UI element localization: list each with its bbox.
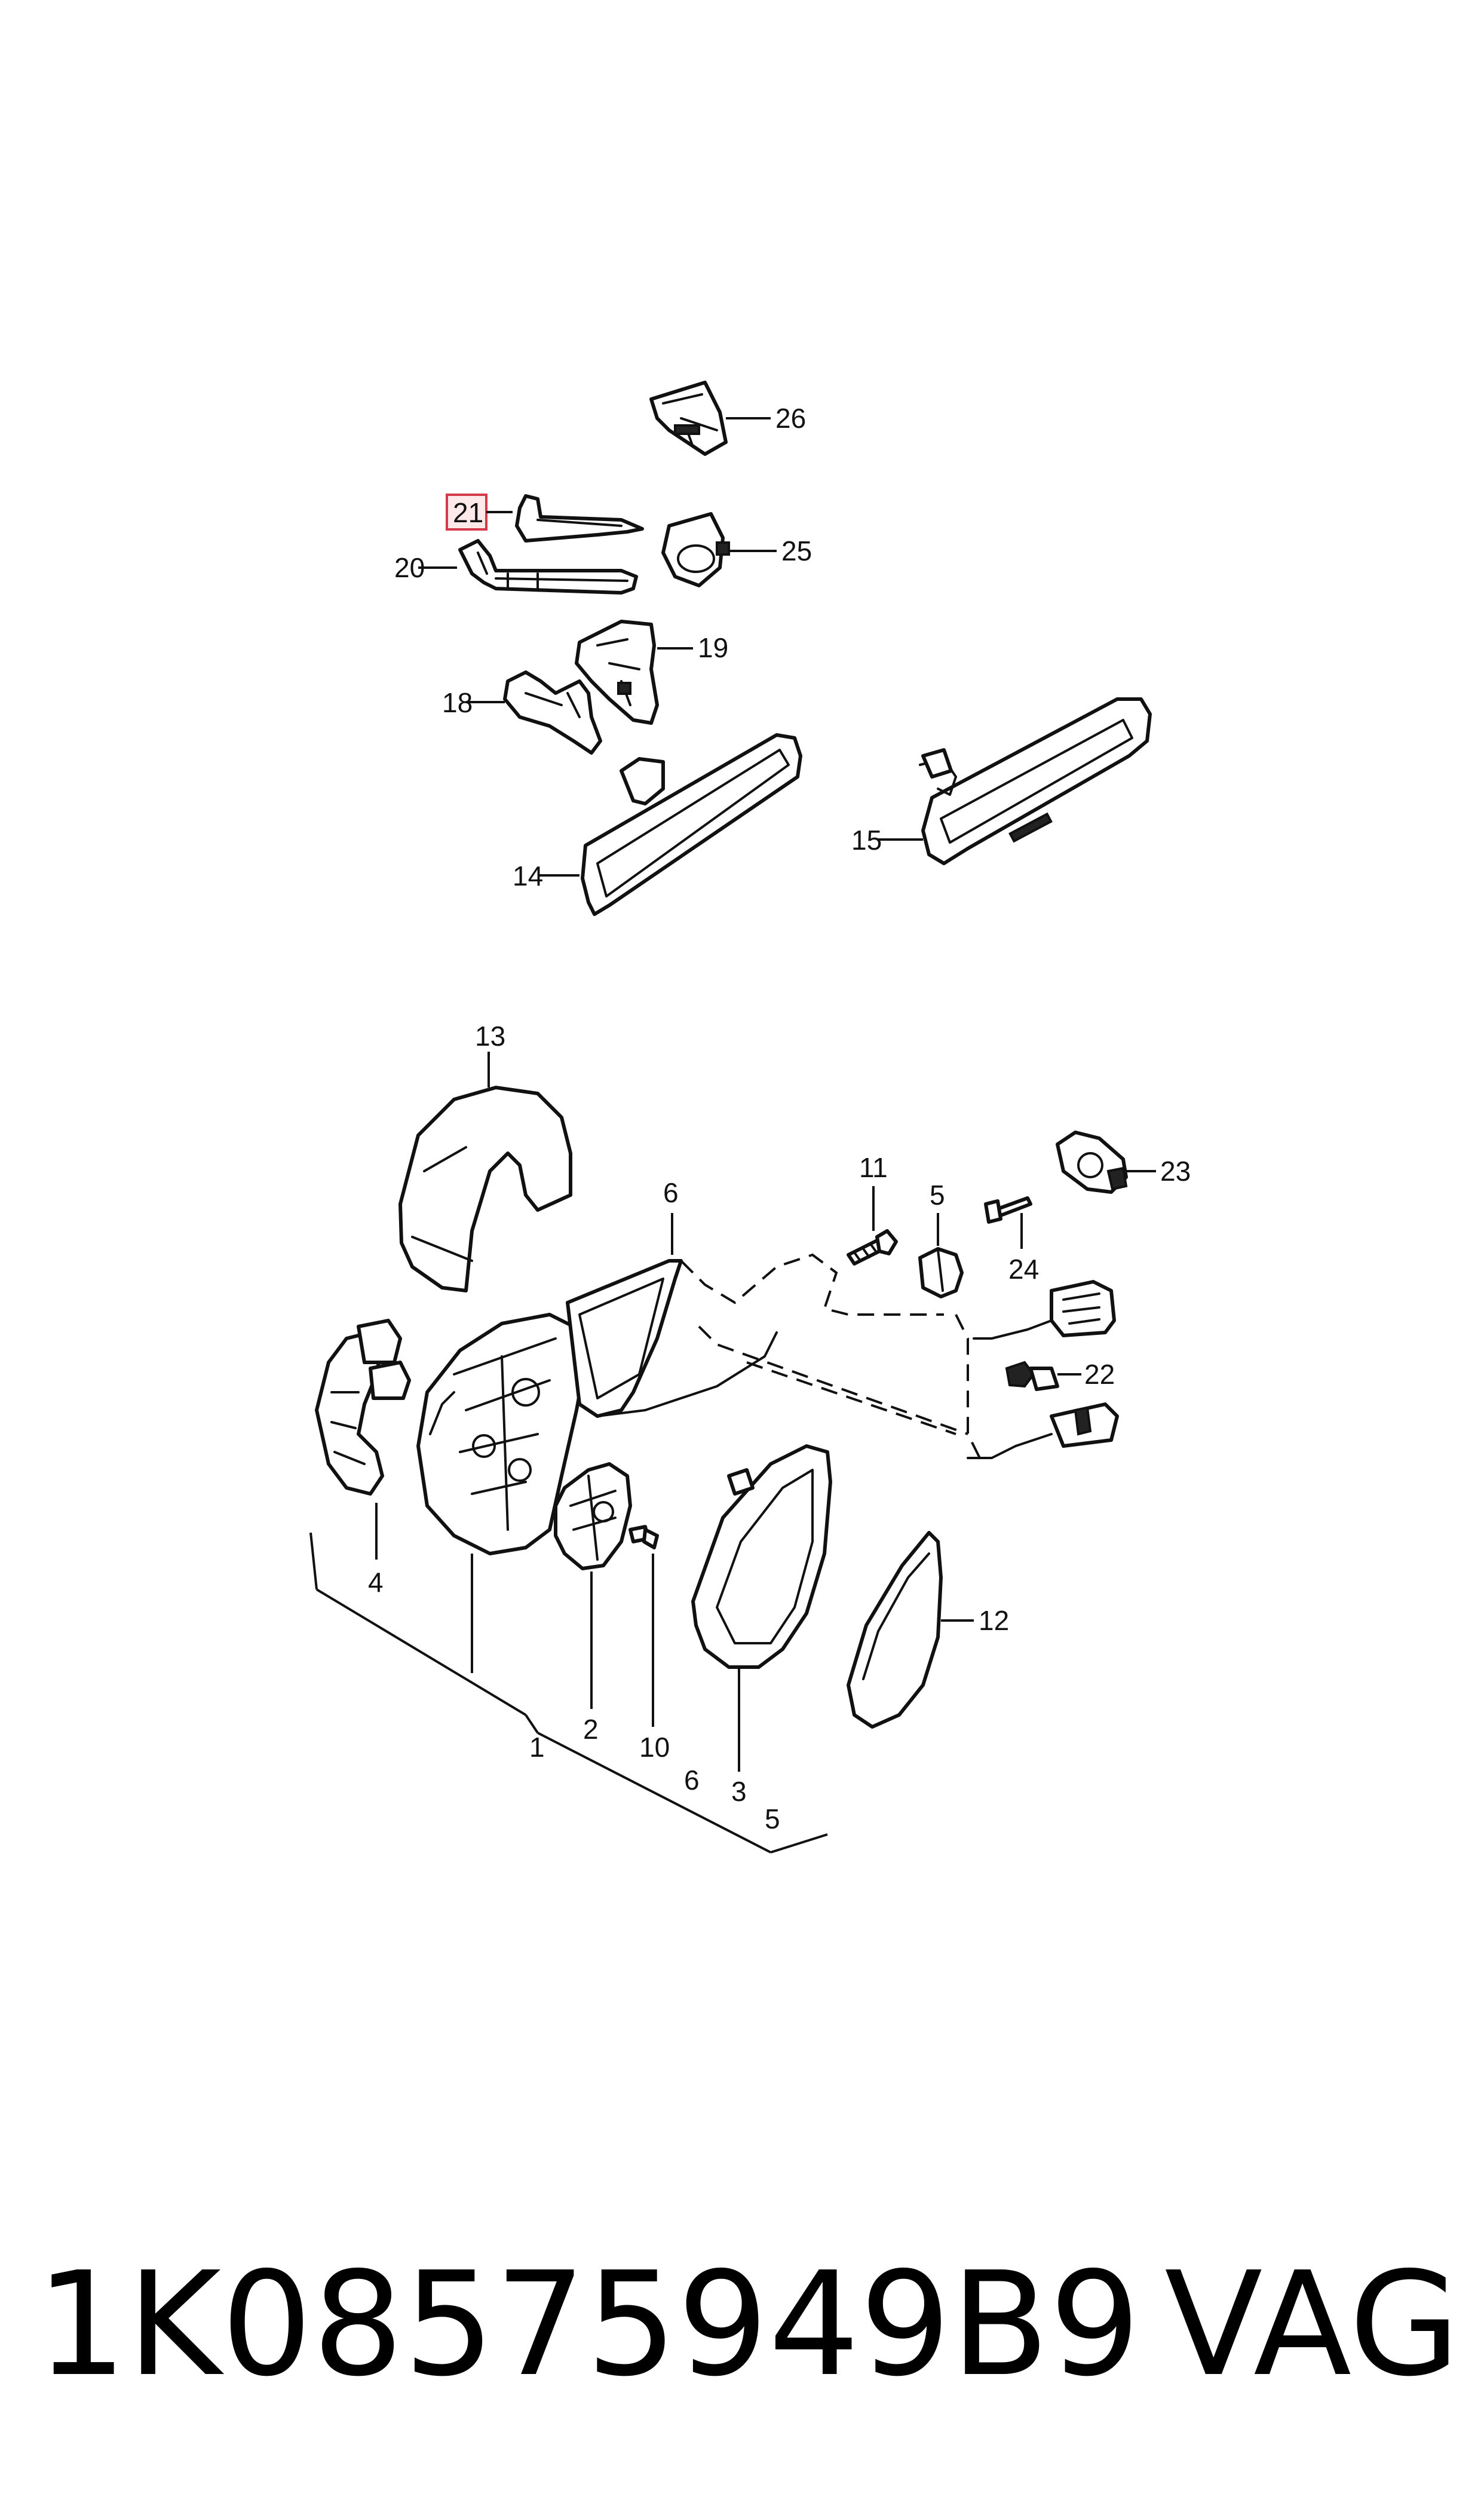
callout-5-top: 5	[930, 1180, 945, 1211]
part-25-cover-cap	[661, 512, 730, 587]
callout-11: 11	[859, 1152, 888, 1183]
part-13-housing-cap	[398, 1086, 572, 1292]
callout-3: 3	[731, 1776, 747, 1807]
part-5-block	[918, 1247, 964, 1298]
callout-20: 20	[394, 552, 425, 583]
part-number: 1K08575949B9	[36, 2241, 1140, 2408]
callout-4: 4	[368, 1567, 384, 1598]
part-23-connector-plate	[1056, 1131, 1128, 1194]
callout-13: 13	[475, 1021, 505, 1052]
part-22-sensor	[1005, 1361, 1059, 1391]
part-4-turn-signal	[315, 1319, 411, 1496]
callout-19: 19	[698, 632, 728, 663]
part-11-bolt	[847, 1229, 898, 1266]
part-1-mirror-housing	[416, 1313, 587, 1555]
part-2-adjusting-motor	[554, 1462, 632, 1570]
callout-12: 12	[979, 1605, 1009, 1636]
callout-22: 22	[1084, 1359, 1115, 1390]
part-15-auto-dimming-mirror	[919, 697, 1152, 865]
callout-2: 2	[583, 1714, 599, 1745]
callout-5-bottom: 5	[765, 1803, 780, 1834]
callout-14: 14	[513, 860, 543, 892]
brand-label: VAG	[1164, 2241, 1460, 2408]
footer: 1K08575949B9 VAG	[0, 2235, 1484, 2414]
part-19-cover-housing	[575, 620, 659, 725]
callout-6-top: 6	[663, 1177, 679, 1208]
part-20-trim-bracket	[458, 539, 638, 595]
callout-24: 24	[1008, 1254, 1039, 1285]
callout-6-bottom: 6	[684, 1765, 700, 1796]
door-mount-outline	[680, 1253, 981, 1459]
callout-1: 1	[529, 1732, 545, 1763]
wiring-connector	[973, 1280, 1116, 1340]
wiring-lower	[967, 1402, 1119, 1459]
part-12-mirror-glass	[847, 1531, 943, 1729]
callout-25: 25	[781, 535, 812, 566]
assembly-bracket-lines	[309, 1532, 828, 1854]
callout-23: 23	[1160, 1156, 1191, 1187]
callout-15: 15	[851, 825, 882, 856]
part-6-mirror-base	[566, 1259, 778, 1418]
part-24-screw	[984, 1196, 1032, 1224]
part-3-glass-carrier	[691, 1444, 832, 1669]
part-18-cover-housing	[503, 670, 602, 755]
part-21-cover-strip	[515, 494, 644, 543]
callout-18: 18	[442, 687, 473, 718]
part-10-screw	[628, 1525, 659, 1549]
part-26-bracket	[649, 381, 728, 456]
callout-26: 26	[775, 403, 806, 434]
part-14-interior-mirror	[581, 733, 802, 916]
callout-21: 21	[453, 497, 483, 528]
callout-10: 10	[639, 1732, 670, 1763]
